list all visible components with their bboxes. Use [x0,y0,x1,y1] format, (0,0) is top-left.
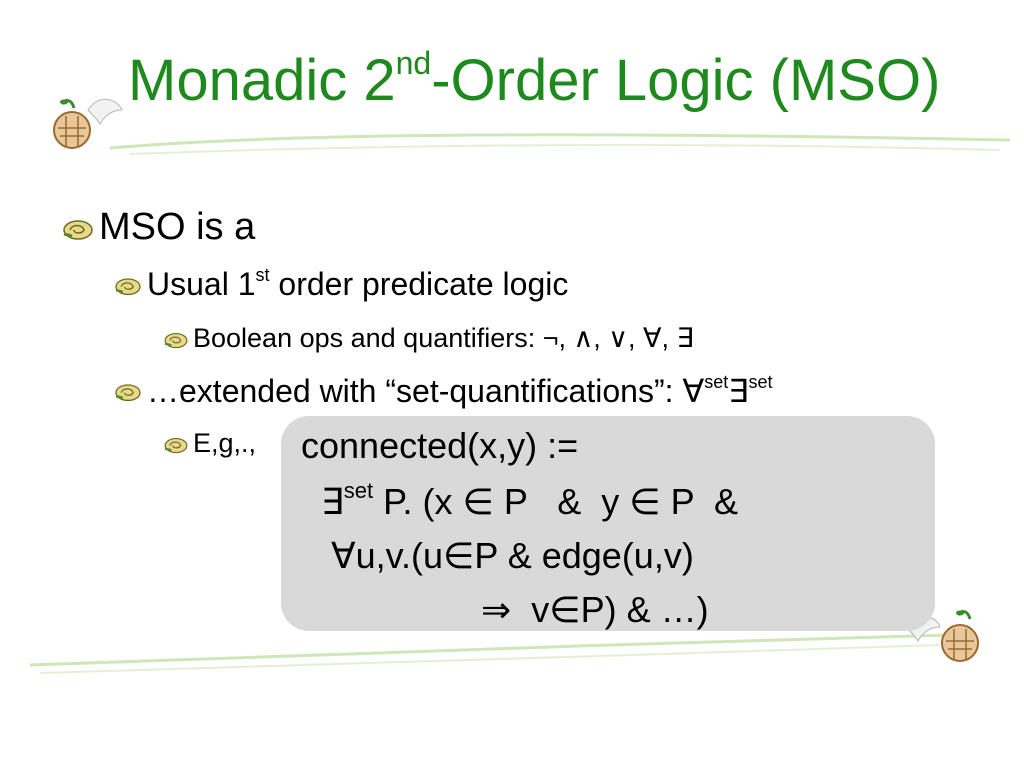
snail-shell-icon [164,437,188,453]
formula-line: ∀u,v.(u∈P & edge(u,v) [301,535,694,576]
bullet-level2: …extended with “set-quantifications”: ∀s… [112,372,773,410]
header-decoration [53,98,1011,155]
snail-shell-icon [115,384,141,402]
formula-line: ⇒ v∈P) & …) [301,589,709,630]
bullet-level3: Boolean ops and quantifiers: ¬, ∧, ∨, ∀,… [162,323,694,354]
snail-shell-icon [164,332,188,348]
snail-shell-icon [63,219,93,240]
formula-line: ∃set P. (x ∈ P & y ∈ P & [301,478,738,522]
formula-line: connected(x,y) := [301,425,579,466]
formula-box: connected(x,y) := ∃set P. (x ∈ P & y ∈ P… [281,416,935,631]
bullet-level1: MSO is a [60,206,255,249]
snail-shell-icon [115,277,141,295]
bullet-level2: Usual 1st order predicate logic [112,266,568,303]
dove-with-basket-icon [53,98,123,149]
slide-title: Monadic 2nd-Order Logic (MSO) [128,45,941,113]
bullet-level3: E,g,., [162,428,256,459]
